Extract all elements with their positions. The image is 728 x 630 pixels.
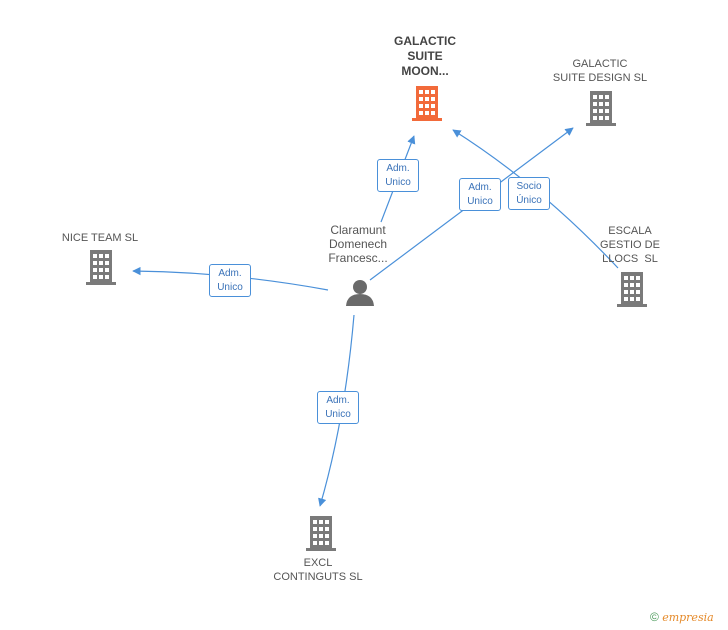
edge-badge-person-to-nice[interactable]: Adm. Unico bbox=[209, 264, 251, 297]
copyright-symbol: © bbox=[650, 610, 659, 624]
person-icon[interactable] bbox=[346, 280, 374, 306]
node-label-galactic-suite-design[interactable]: GALACTIC SUITE DESIGN SL bbox=[552, 58, 648, 84]
edge-badge-person-to-moon[interactable]: Adm. Unico bbox=[377, 159, 419, 192]
node-label-escala-gestio[interactable]: ESCALA GESTIO DE LLOCS SL bbox=[600, 225, 660, 265]
building-icon[interactable] bbox=[586, 91, 616, 126]
building-icon[interactable] bbox=[306, 516, 336, 551]
brand-name[interactable]: empresia bbox=[662, 611, 714, 624]
edge-badge-person-to-excl[interactable]: Adm. Unico bbox=[317, 391, 359, 424]
building-icon[interactable] bbox=[412, 86, 442, 121]
building-icon[interactable] bbox=[86, 250, 116, 285]
node-label-excl-continguts[interactable]: EXCL CONTINGUTS SL bbox=[273, 557, 363, 583]
edge-badge-person-to-design[interactable]: Adm. Unico bbox=[459, 178, 501, 211]
person-label[interactable]: Claramunt Domenech Francesc... bbox=[328, 223, 388, 265]
building-icon[interactable] bbox=[617, 272, 647, 307]
edge-badge-escala-to-moon[interactable]: Socio Único bbox=[508, 177, 550, 210]
node-label-nice-team[interactable]: NICE TEAM SL bbox=[61, 232, 139, 244]
footer-credit: © empresia bbox=[650, 610, 714, 624]
node-label-galactic-suite-moon[interactable]: GALACTIC SUITE MOON... bbox=[394, 34, 456, 78]
